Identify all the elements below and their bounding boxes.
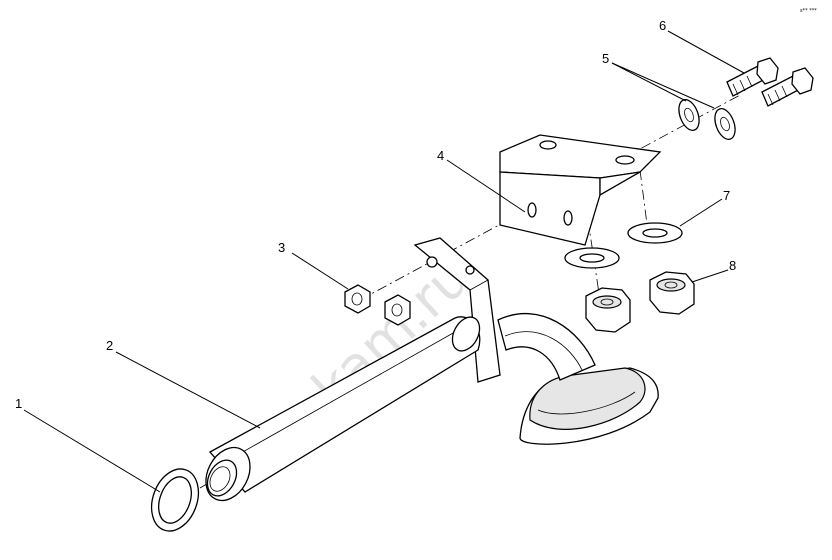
part-4-bracket bbox=[499, 134, 662, 246]
callout-5: 5 bbox=[602, 51, 609, 66]
part-1-gasket-ring bbox=[150, 468, 200, 532]
part-2-pickup-pipe bbox=[205, 237, 659, 502]
callout-8: 8 bbox=[729, 258, 736, 273]
callout-2: 2 bbox=[106, 338, 113, 353]
part-8-hex-nuts bbox=[585, 271, 695, 333]
callout-7: 7 bbox=[723, 188, 730, 203]
leader-lines bbox=[23, 30, 745, 493]
part-7-flat-washers bbox=[564, 222, 683, 269]
callout-labels: 1 2 3 4 5 6 7 8 bbox=[15, 18, 736, 411]
callout-6: 6 bbox=[659, 18, 666, 33]
callout-3: 3 bbox=[278, 240, 285, 255]
callout-4: 4 bbox=[437, 148, 444, 163]
corner-mark: s** *** bbox=[800, 8, 817, 14]
part-5-washers bbox=[678, 99, 736, 140]
part-6-bolts bbox=[726, 57, 814, 107]
callout-1: 1 bbox=[15, 396, 22, 411]
part-3-nuts bbox=[344, 284, 411, 326]
